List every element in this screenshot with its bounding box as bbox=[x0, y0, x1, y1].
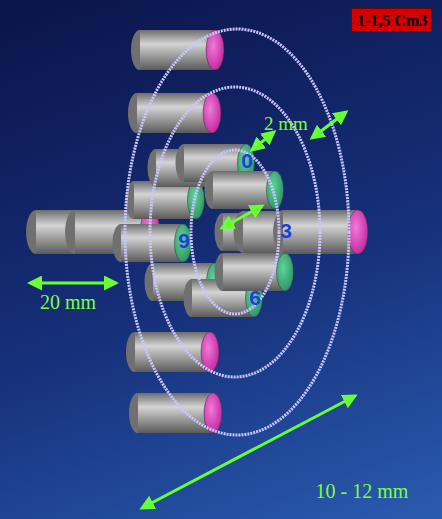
cylinder-body bbox=[140, 30, 215, 70]
spacing-arrow bbox=[222, 206, 262, 228]
middle-ring bbox=[150, 87, 320, 377]
cylinder-face bbox=[174, 224, 191, 262]
ring-outlines bbox=[125, 29, 349, 435]
cylinder-body bbox=[213, 171, 275, 209]
cylinder-face bbox=[348, 210, 368, 254]
callout-number: 9 bbox=[178, 229, 190, 253]
dimension-arrows bbox=[30, 112, 355, 508]
inner-ring bbox=[191, 150, 279, 314]
callout-number: 0 bbox=[241, 149, 253, 173]
seed-cylinder bbox=[214, 253, 293, 291]
dimension-label: 2 mm bbox=[264, 113, 308, 135]
spacing-arrow bbox=[252, 132, 274, 150]
callout-number: 3 bbox=[280, 219, 292, 243]
cylinder-body bbox=[138, 393, 213, 433]
cylinder-face bbox=[204, 393, 222, 433]
cylinder-face bbox=[276, 253, 293, 291]
length-arrow bbox=[30, 282, 116, 285]
cylinder-face bbox=[203, 93, 221, 133]
callout-number: 6 bbox=[249, 286, 261, 310]
dimension-label: 20 mm bbox=[40, 291, 96, 314]
volume-box: 1-1,5 Cm3 bbox=[351, 8, 432, 32]
spacing-arrow bbox=[312, 112, 346, 138]
seed-cylinder bbox=[128, 93, 221, 133]
outer-ring bbox=[125, 29, 349, 435]
dimension-label: 10 - 12 mm bbox=[316, 480, 409, 503]
volume-text: 1-1,5 Cm3 bbox=[357, 12, 426, 30]
